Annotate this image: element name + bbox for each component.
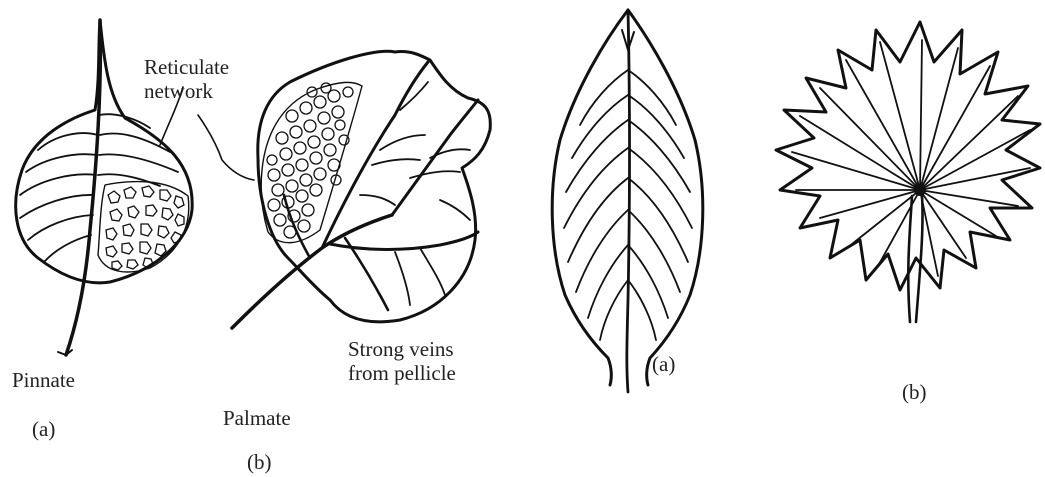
reticulate-mesh [106, 186, 184, 270]
label-parallel-palmate-tag: (b) [902, 380, 927, 404]
label-pinnate: Pinnate [12, 368, 75, 392]
petiole-tip [58, 350, 72, 355]
label-palmate: Palmate [223, 406, 291, 430]
label-parallel-pinnate-tag: (a) [652, 352, 675, 376]
midrib [627, 10, 630, 392]
label-pinnate-tag: (a) [32, 417, 55, 441]
parallel-pinnate-leaf [552, 10, 703, 392]
label-reticulate-network-line1: Reticulate [144, 55, 229, 79]
parallel-palmate-leaf [776, 22, 1040, 322]
label-strong-veins-line1: Strong veins [348, 337, 454, 361]
vein-origin-point [914, 184, 926, 196]
palmate-reticulate-leaf [232, 51, 490, 328]
midrib [66, 20, 100, 355]
label-strong-veins-line2: from pellicle [348, 361, 456, 385]
radiating-veins [792, 40, 1030, 276]
leaf-outline [258, 51, 491, 321]
secondary-veins [360, 82, 470, 305]
label-reticulate-network-line2: network [144, 79, 213, 103]
label-palmate-tag: (b) [247, 450, 272, 474]
